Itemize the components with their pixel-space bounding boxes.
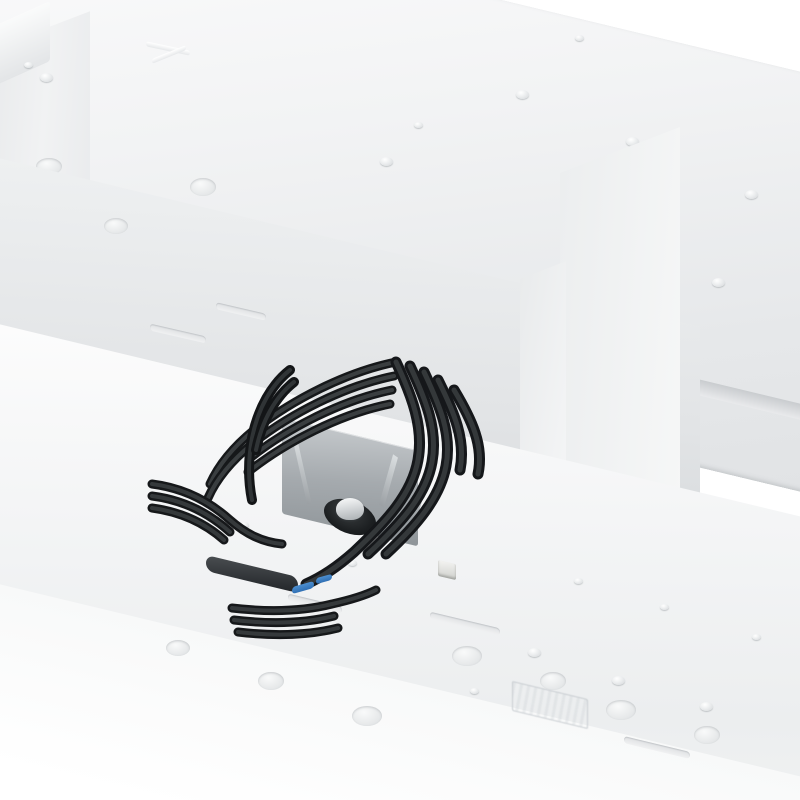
ribbon-cable-upper xyxy=(147,468,290,558)
cable-bundle-center xyxy=(258,356,538,590)
connector-latch-slot xyxy=(0,206,14,218)
ribbon-cable-lower xyxy=(227,585,381,656)
cable-stack-left-face xyxy=(232,365,299,508)
blue-cable-accent xyxy=(316,573,332,585)
connector-latch-slot xyxy=(0,80,16,94)
gpu-riser-cage-assembly[interactable] xyxy=(0,0,486,800)
connector-latch-slot xyxy=(0,94,14,106)
captive-thumbscrew[interactable] xyxy=(336,498,364,520)
